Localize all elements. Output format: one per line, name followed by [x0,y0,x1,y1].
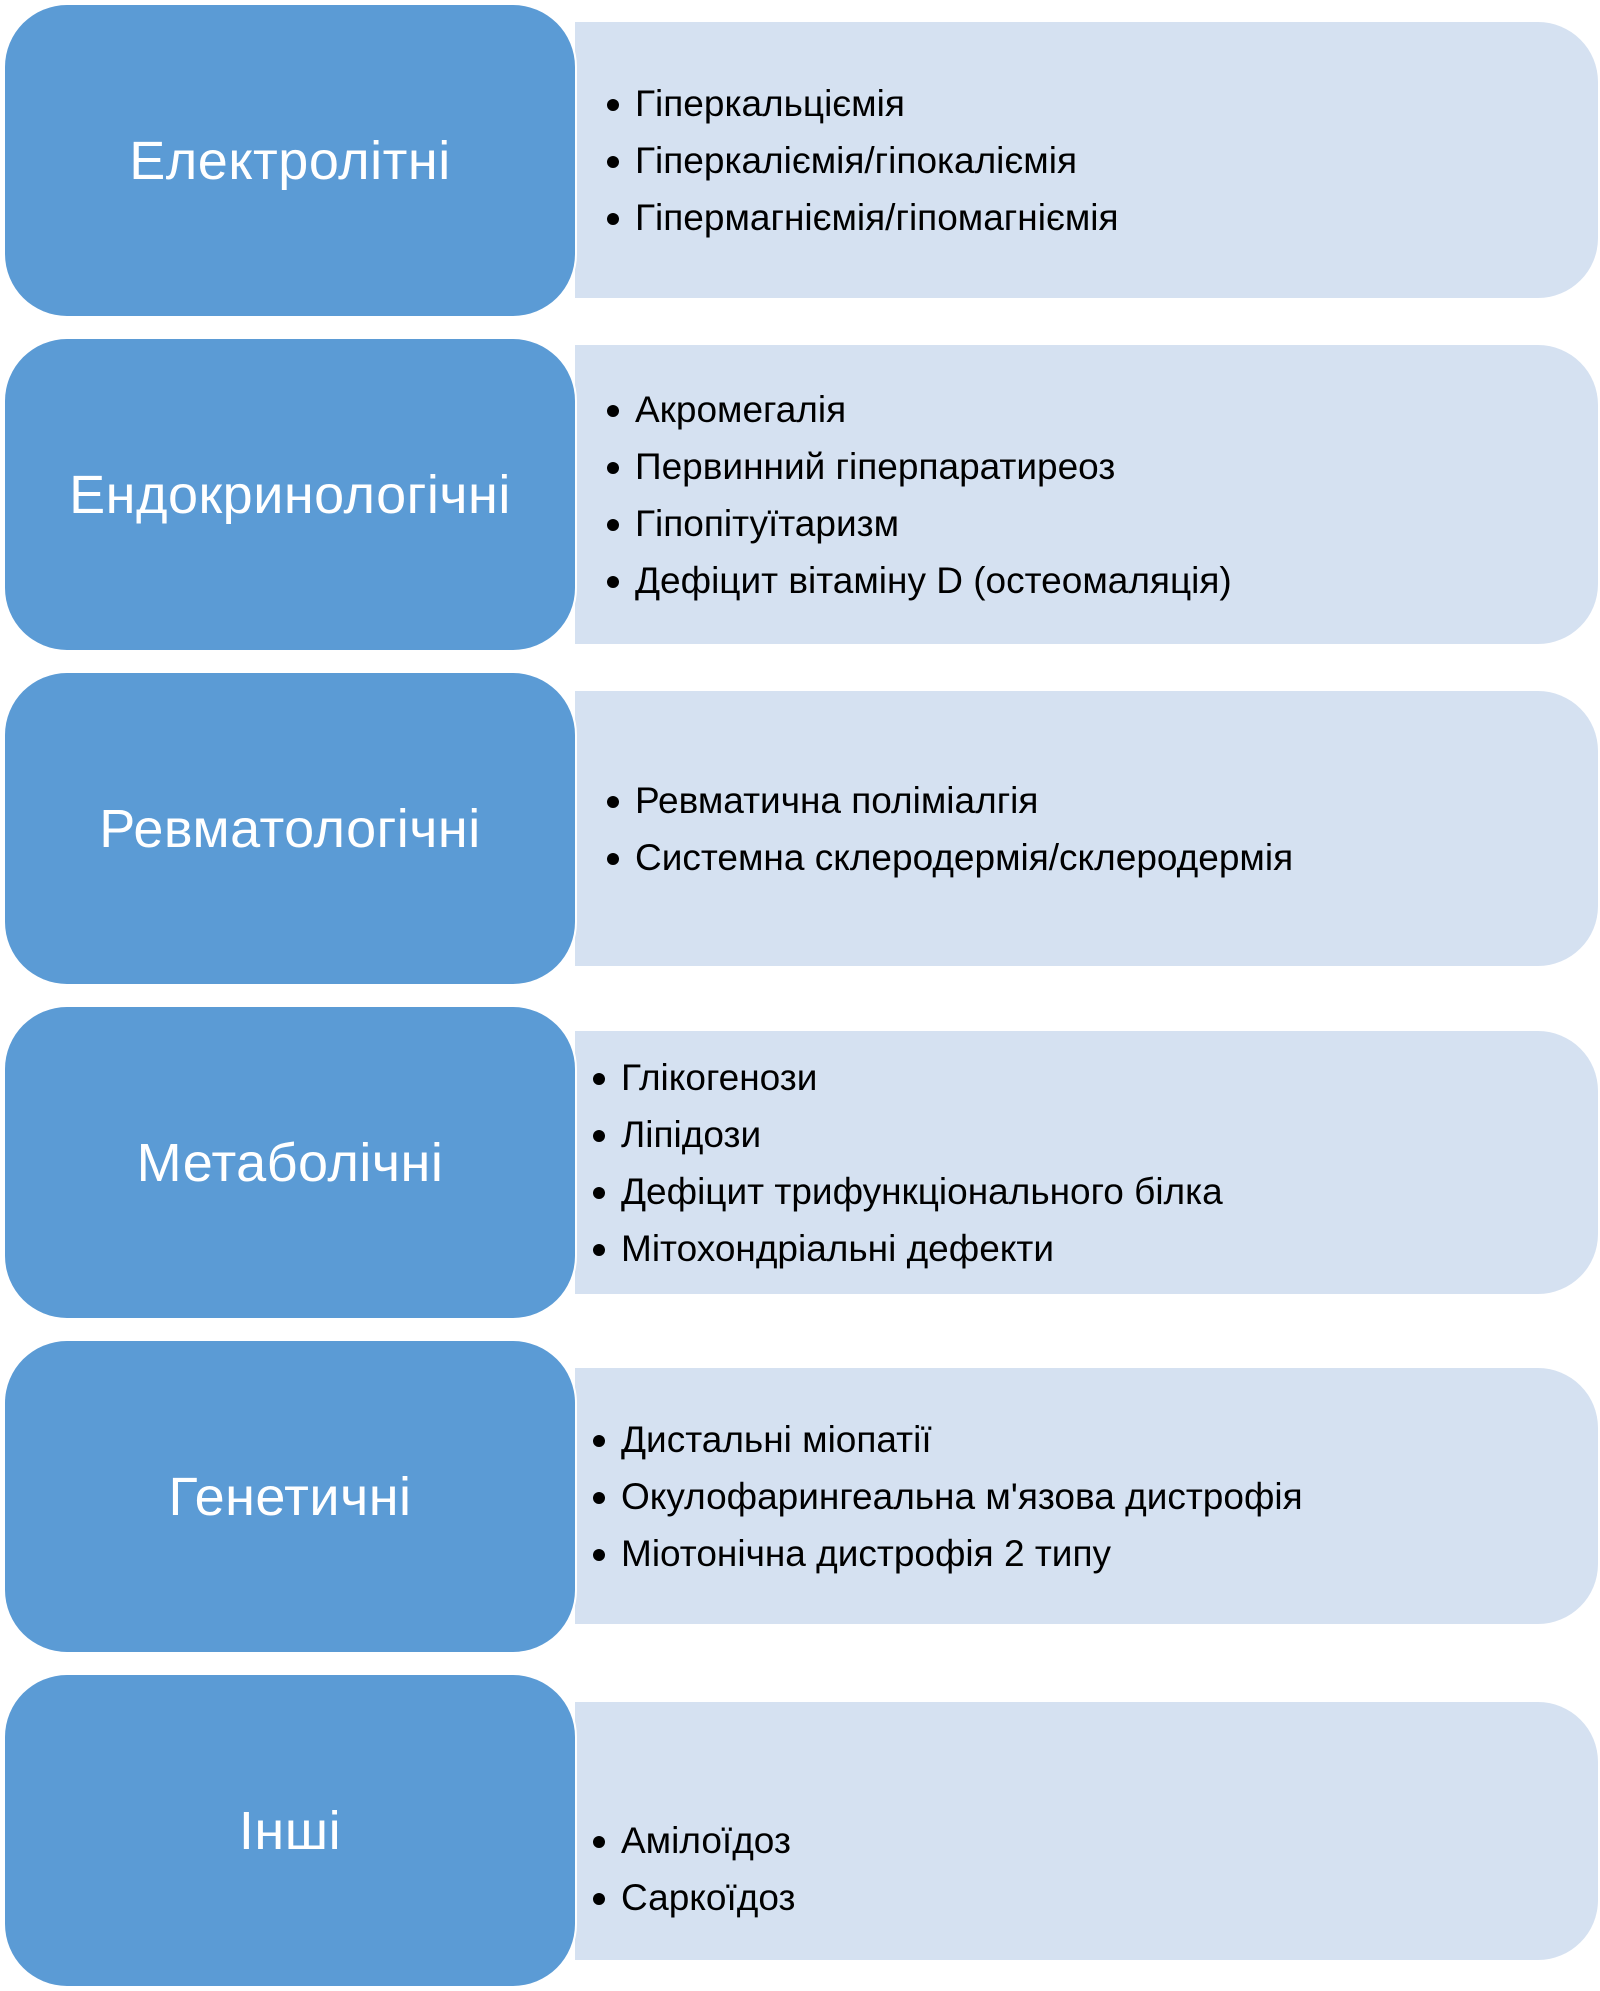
list-item: Гіпермагніємія/гіпомагніємія [605,189,1119,246]
category-label: Інші [238,1800,342,1861]
list-item: Ліпідози [591,1106,1223,1163]
list-item: Глікогенози [591,1049,1223,1106]
category-box: Ревматологічні [5,673,575,984]
category-box: Метаболічні [5,1007,575,1318]
list-item: Первинний гіперпаратиреоз [605,438,1232,495]
list-item: Гіпопітуїтаризм [605,495,1232,552]
category-label: Електролітні [129,130,451,191]
list-item: Акромегалія [605,381,1232,438]
list-item: Гіперкаліємія/гіпокаліємія [605,132,1119,189]
category-box: Ендокринологічні [5,339,575,650]
category-label: Ендокринологічні [69,464,511,525]
list-item: Гіперкальціємія [605,75,1119,132]
list-item: Окулофарингеальна м'язова дистрофія [591,1468,1303,1525]
list-item: Міотонічна дистрофія 2 типу [591,1525,1303,1582]
list-item: Дефіцит вітаміну D (остеомаляція) [605,552,1232,609]
category-label: Генетичні [168,1466,412,1527]
category-box: Генетичні [5,1341,575,1652]
list-item: Дистальні міопатії [591,1411,1303,1468]
list-item: Мітохондріальні дефекти [591,1220,1223,1277]
category-box: Електролітні [5,5,575,316]
category-box: Інші [5,1675,575,1986]
list-item: Дефіцит трифункціонального білка [591,1163,1223,1220]
category-label: Метаболічні [136,1132,444,1193]
list-item: Саркоїдоз [591,1869,795,1926]
list-item: Системна склеродермія/склеродермія [605,829,1293,886]
list-item: Амілоїдоз [591,1812,795,1869]
category-label: Ревматологічні [99,798,481,859]
list-item: Ревматична поліміалгія [605,772,1293,829]
